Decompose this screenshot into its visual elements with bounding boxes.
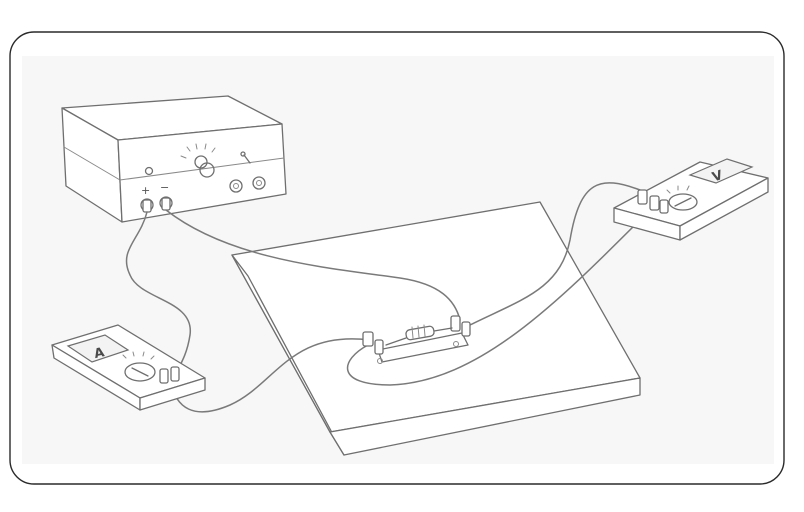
minus-label: − [160, 181, 169, 194]
ammeter-icon: A [51, 324, 206, 411]
wires [125, 182, 651, 413]
knob-icon [180, 143, 216, 178]
indicator-light-icon [144, 166, 154, 176]
power-supply-icon: + − [61, 95, 287, 223]
dial-icon [666, 185, 698, 211]
toggle-switch-icon [240, 151, 251, 164]
negative-terminal-icon [159, 196, 173, 211]
ammeter-letter: A [93, 345, 106, 362]
socket-icon [252, 176, 266, 190]
positive-terminal-icon [140, 198, 154, 213]
resistor-icon [405, 324, 435, 341]
voltmeter-letter: V [710, 168, 724, 185]
circuit-board-icon [231, 201, 641, 456]
voltmeter-icon: V [613, 158, 769, 241]
resistor-holder [362, 315, 471, 364]
socket-icon [229, 179, 243, 193]
plus-label: + [141, 184, 150, 197]
dial-icon [122, 351, 156, 382]
